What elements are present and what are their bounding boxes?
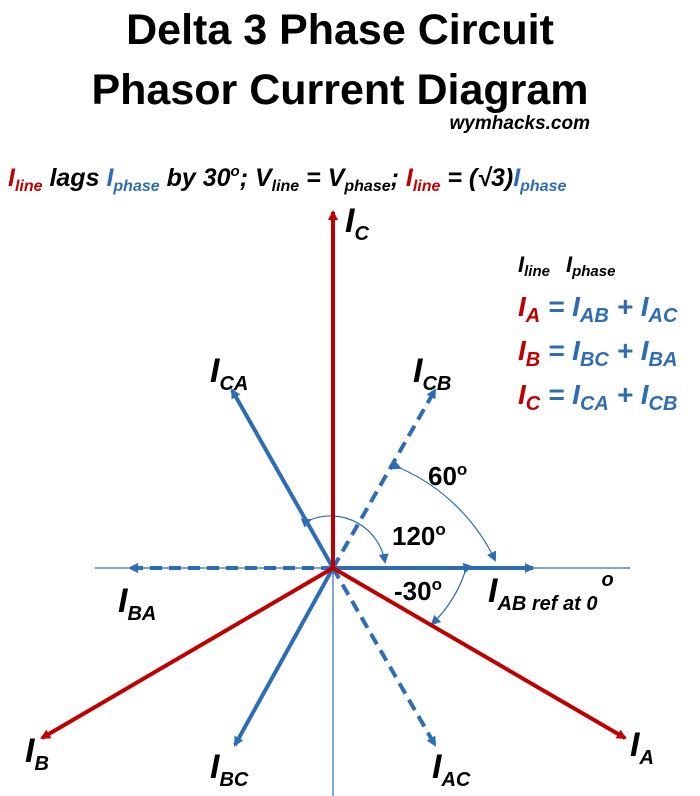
angle-minus-30-label: -30o: [394, 575, 442, 606]
legend-eq-a: IA = IAB + IAC: [518, 291, 678, 327]
label-ia: IA: [630, 726, 654, 769]
label-ic: IC: [345, 202, 369, 245]
label-ica: ICA: [210, 352, 248, 395]
vector-ia: [331, 566, 627, 740]
arc-120: [300, 515, 389, 564]
arc-minus-30: [430, 562, 473, 626]
vector-icb: [331, 388, 437, 569]
title-line-2: Phasor Current Diagram: [91, 66, 588, 114]
label-icb: ICB: [413, 352, 451, 395]
legend-eq-b: IB = IBC + IBA: [518, 335, 677, 371]
website: wymhacks.com: [450, 113, 591, 134]
legend-eq-c: IC = ICA + ICB: [518, 379, 677, 415]
vector-ib: [40, 566, 335, 740]
angle-120-label: 120o: [392, 520, 446, 551]
label-iab: IAB ref at 0o: [488, 569, 614, 615]
label-iba: IBA: [118, 582, 156, 625]
label-ib: IB: [25, 732, 49, 775]
arc-60: [390, 460, 497, 562]
label-ibc: IBC: [210, 748, 249, 791]
vector-ica: [230, 388, 335, 569]
title-line-1: Delta 3 Phase Circuit: [126, 6, 554, 54]
vector-ibc: [233, 567, 335, 747]
angle-60-label: 60o: [428, 460, 467, 491]
vector-iac: [331, 567, 437, 747]
label-iac: IAC: [432, 748, 471, 791]
subtitle: Iline lags Iphase by 30o; Vline = Vphase…: [8, 163, 567, 195]
